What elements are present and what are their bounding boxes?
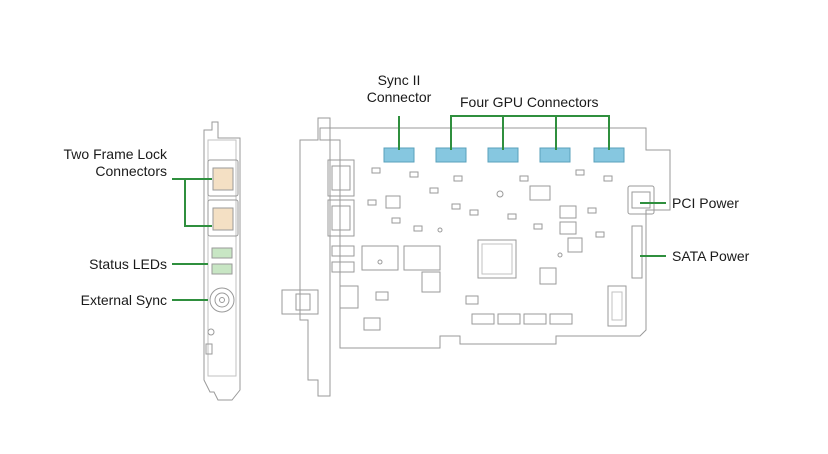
gpu-connector-1 — [435, 147, 467, 163]
sync-ii-label: Sync II Connector — [362, 72, 436, 106]
status-led-2 — [211, 263, 233, 275]
sync-ii-label-line2: Connector — [366, 89, 432, 105]
frame-lock-label-line2: Connectors — [95, 163, 167, 179]
callout-lines — [172, 115, 666, 301]
external-sync-port — [209, 287, 235, 313]
gpu-connector-2 — [487, 147, 519, 163]
frame-lock-port-2 — [207, 199, 239, 237]
gpu-callout — [450, 115, 610, 150]
gpu-connectors-label: Four GPU Connectors — [460, 94, 599, 110]
status-leds-label: Status LEDs — [89, 256, 167, 272]
pci-power-port — [627, 185, 655, 215]
sata-power-label: SATA Power — [672, 248, 750, 264]
gpu-connector-4 — [593, 147, 625, 163]
sata-power-port — [631, 225, 643, 279]
frame-lock-label: Two Frame Lock Connectors — [64, 146, 167, 180]
sync-ii-connector — [383, 147, 415, 163]
frame-lock-label-line1: Two Frame Lock — [63, 146, 167, 162]
pci-power-label: PCI Power — [672, 195, 739, 211]
sync-ii-label-line1: Sync II — [377, 72, 421, 88]
frame-lock-callout — [172, 178, 212, 227]
gpu-connector-row — [383, 147, 625, 163]
card-view — [281, 117, 671, 397]
external-sync-label: External Sync — [80, 292, 167, 308]
bracket-view — [203, 121, 241, 401]
gpu-connector-3 — [539, 147, 571, 163]
status-led-1 — [211, 247, 233, 259]
